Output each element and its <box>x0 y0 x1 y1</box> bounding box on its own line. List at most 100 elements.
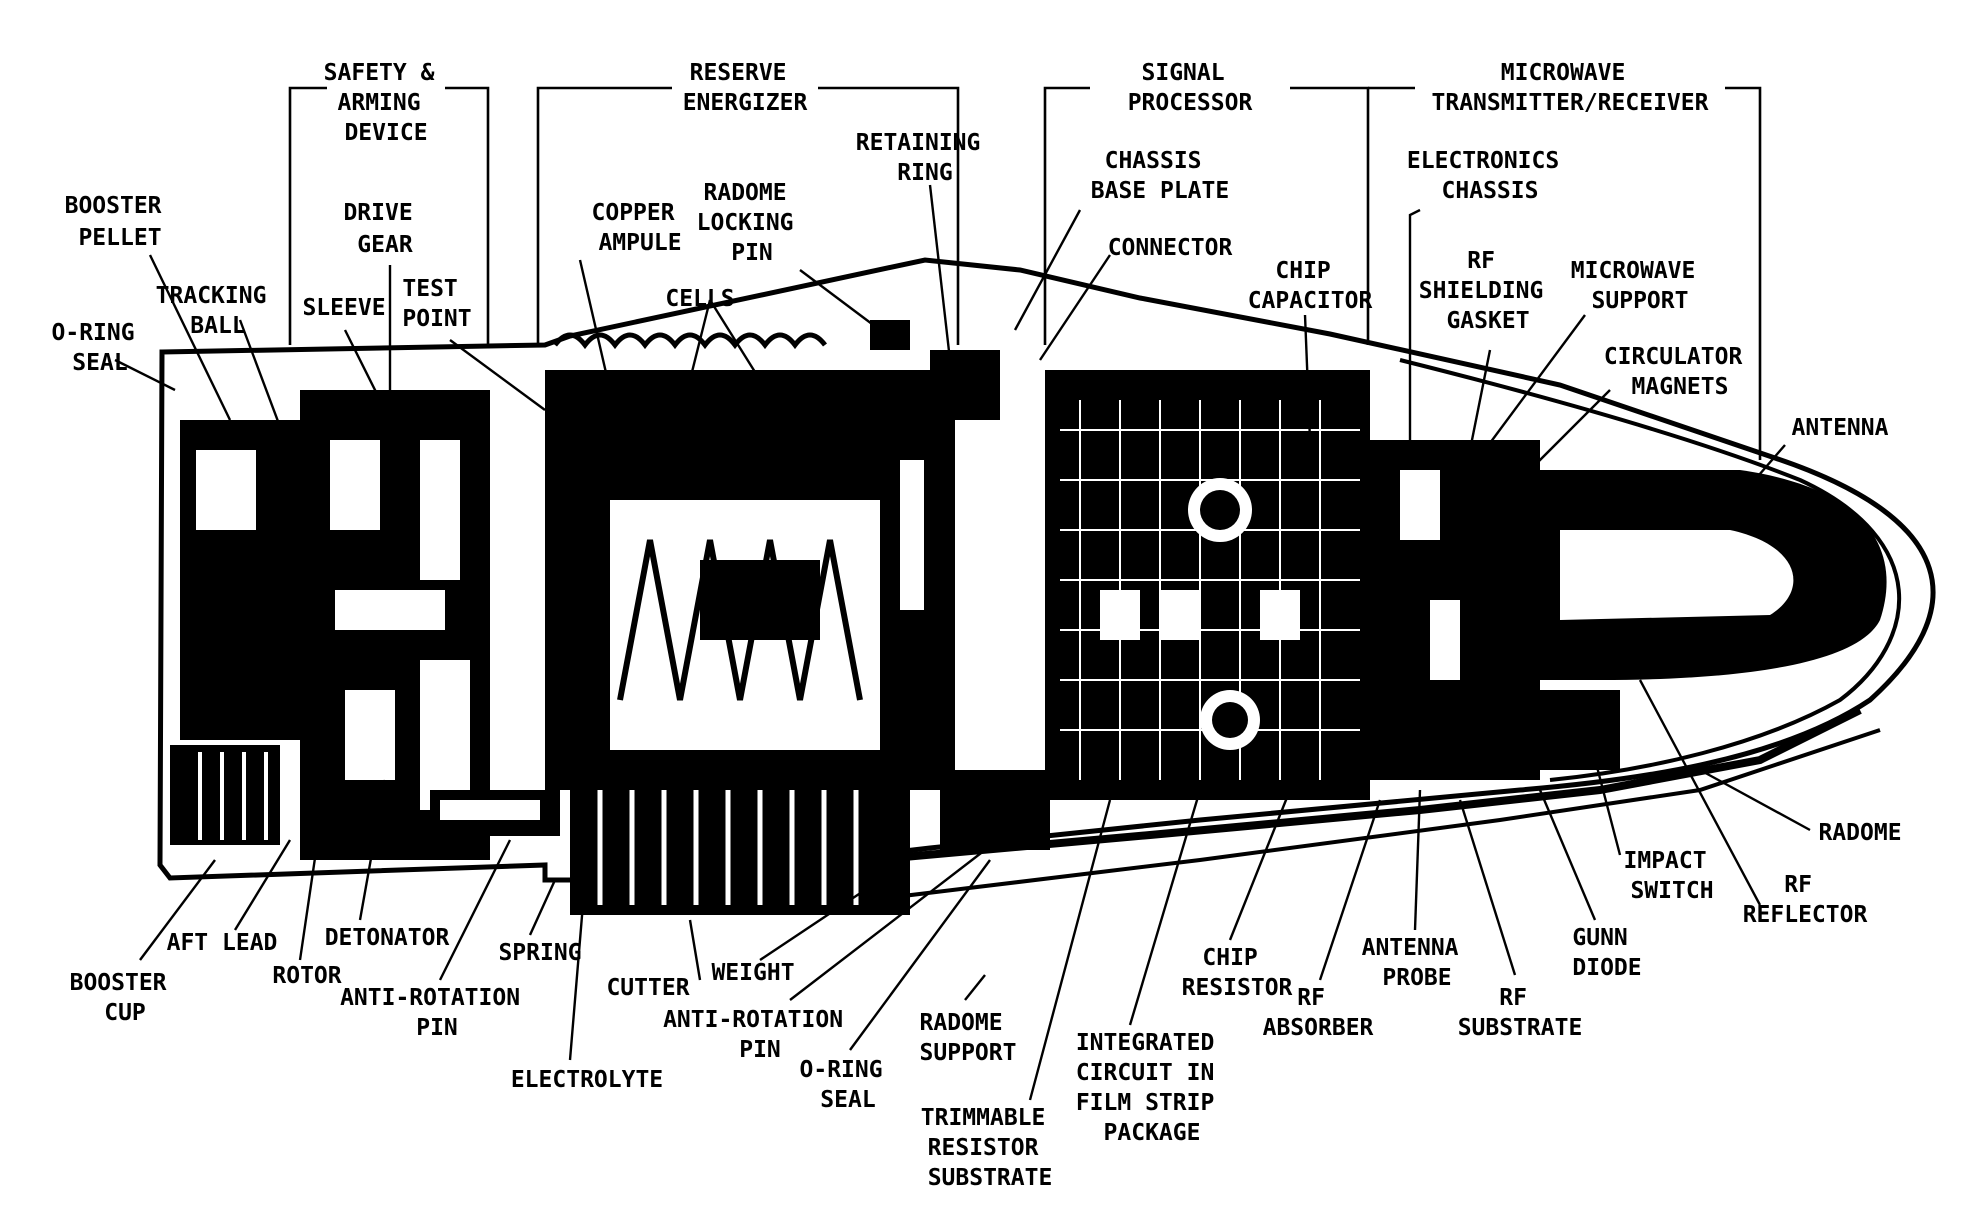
label-rotor: ROTOR <box>272 963 341 989</box>
microwave-window-1 <box>1400 470 1440 540</box>
sa-window-2 <box>420 440 460 580</box>
label-cutter: CUTTER <box>606 975 689 1001</box>
label-chip-resistor: CHIP RESISTOR <box>1182 945 1293 1001</box>
leader-trimmable-resistor <box>1028 799 1112 1101</box>
sa-window-1 <box>330 440 380 530</box>
leader-o-ring-bottom <box>849 859 991 1051</box>
label-radome-support: RADOME SUPPORT <box>920 1010 1017 1066</box>
section-brackets <box>288 86 1762 460</box>
leader-impact-switch <box>1588 739 1622 856</box>
label-radome-locking-pin: RADOME LOCKING PIN <box>697 180 808 266</box>
film-strip-1 <box>1100 590 1140 640</box>
label-impact-switch: IMPACT SWITCH <box>1624 848 1721 904</box>
label-antenna: ANTENNA <box>1792 415 1889 441</box>
label-circulator-magnets: CIRCULATOR MAGNETS <box>1604 344 1756 400</box>
label-cells: CELLS <box>665 286 734 312</box>
leader-retaining-ring <box>928 184 952 361</box>
leader-copper-ampule <box>578 259 612 391</box>
detonator-window <box>345 690 395 780</box>
leader-radome-locking-pin <box>799 269 881 331</box>
label-spring: SPRING <box>498 940 581 966</box>
leader-weight <box>759 879 881 961</box>
leader-anti-rotation-pin-2 <box>789 849 986 1001</box>
leader-tracking-ball <box>238 319 302 481</box>
leader-rf-reflector <box>1638 679 1762 906</box>
film-strip-2 <box>1160 590 1200 640</box>
leader-detonator <box>358 779 387 921</box>
leader-aft-lead <box>233 839 292 931</box>
leader-antenna-probe <box>1413 789 1422 931</box>
section-title-reserve-energizer: RESERVE ENERGIZER <box>683 60 808 116</box>
leader-chassis-base-plate <box>1013 209 1082 331</box>
label-electronics-chassis: ELECTRONICS CHASSIS <box>1407 148 1573 204</box>
label-anti-rotation-pin-1: ANTI-ROTATION PIN <box>340 985 534 1041</box>
leader-electronics-chassis <box>1408 208 1421 440</box>
leader-circulator-magnets <box>1519 389 1611 481</box>
spring-coil <box>570 780 910 915</box>
leader-rotor <box>298 789 327 961</box>
leader-o-ring-top <box>114 358 176 392</box>
chip-circle-1-core <box>1200 490 1240 530</box>
fuze-outline <box>157 257 1936 883</box>
antenna-horn-inner <box>1560 530 1794 620</box>
leader-rf-shielding-gasket <box>1468 349 1492 451</box>
film-strip-3 <box>1260 590 1300 640</box>
leader-sleeve <box>343 329 382 401</box>
copper-ampule-block <box>700 560 820 640</box>
label-electrolyte: ELECTROLYTE <box>511 1067 663 1093</box>
label-sleeve: SLEEVE <box>302 295 385 321</box>
label-anti-rotation-pin-2: ANTI-ROTATION PIN <box>663 1007 857 1063</box>
leader-booster-cup <box>139 859 216 961</box>
booster-cup-dark <box>170 745 280 845</box>
leader-rf-substrate <box>1458 799 1517 976</box>
label-connector: CONNECTOR <box>1108 235 1233 261</box>
section-title-microwave: MICROWAVE TRANSMITTER/RECEIVER <box>1432 60 1709 116</box>
section-title-safety-arming: SAFETY & ARMING DEVICE <box>324 60 449 146</box>
leader-integrated-circuit <box>1128 789 1202 1026</box>
leader-electrolyte <box>568 819 592 1061</box>
microwave-window-2 <box>1430 600 1460 680</box>
section-titles: SAFETY & ARMING DEVICE RESERVE ENERGIZER… <box>324 60 1709 146</box>
sa-window-3 <box>335 590 445 630</box>
leader-antenna <box>1719 444 1786 521</box>
label-gunn-diode: GUNN DIODE <box>1572 925 1641 981</box>
leader-microwave-support <box>1469 314 1586 471</box>
leader-chip-capacitor <box>1303 314 1312 441</box>
impact-switch-block <box>1540 690 1620 770</box>
radome-lower-line <box>869 706 1862 864</box>
leader-spring <box>528 879 557 936</box>
label-rf-substrate: RF SUBSTRATE <box>1458 985 1583 1041</box>
bracket-microwave <box>1368 86 1762 460</box>
aft-housing-light <box>196 450 256 530</box>
leader-radome <box>1699 768 1811 832</box>
label-rf-shielding-gasket: RF SHIELDING GASKET <box>1419 248 1557 334</box>
sa-window-4 <box>420 660 470 810</box>
label-o-ring-seal-top: O-RING SEAL <box>52 320 149 376</box>
label-chip-capacitor: CHIP CAPACITOR <box>1248 258 1373 314</box>
fuze-body <box>157 257 1936 915</box>
leader-gunn-diode <box>1538 789 1597 921</box>
label-trimmable-resistor: TRIMMABLE RESISTOR SUBSTRATE <box>921 1105 1059 1191</box>
radome-inner-line <box>1399 358 1902 782</box>
label-detonator: DETONATOR <box>325 925 450 951</box>
section-title-signal-processor: SIGNAL PROCESSOR <box>1128 60 1253 116</box>
label-integrated-circuit: INTEGRATED CIRCUIT IN FILM STRIP PACKAGE <box>1076 1030 1228 1146</box>
label-drive-gear: DRIVE GEAR <box>343 200 426 258</box>
leader-cells-1 <box>708 299 762 381</box>
label-chassis-base-plate: CHASSIS BASE PLATE <box>1091 148 1229 204</box>
energizer-top-wavy <box>553 332 827 350</box>
label-copper-ampule: COPPER AMPULE <box>592 200 689 256</box>
energizer-right-col-hl <box>900 460 924 610</box>
label-test-point: TEST POINT <box>402 276 471 332</box>
label-rf-absorber: RF ABSORBER <box>1263 985 1374 1041</box>
leader-rf-absorber <box>1318 799 1382 981</box>
leader-booster-pellet <box>148 254 232 421</box>
leader-lines <box>114 184 1811 1101</box>
label-microwave-support: MICROWAVE SUPPORT <box>1571 258 1709 314</box>
retaining-ring-block <box>930 350 1000 420</box>
label-antenna-probe: ANTENNA PROBE <box>1362 935 1473 991</box>
leader-anti-rotation-pin-1 <box>438 839 512 981</box>
label-tracking-ball: TRACKING BALL <box>156 283 281 339</box>
label-aft-lead: AFT LEAD <box>167 930 278 956</box>
